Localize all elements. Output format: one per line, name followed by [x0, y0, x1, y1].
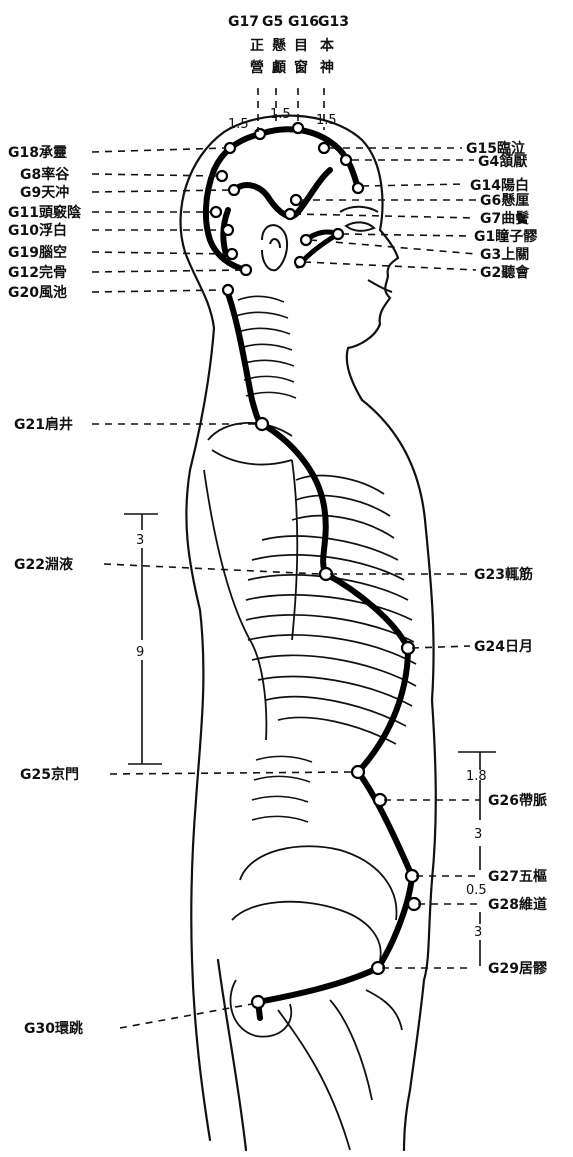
point-g18-marker: [225, 143, 235, 153]
top-name-g13: 本神: [320, 37, 335, 76]
left-point-labels: G18承靈 G8率谷 G9天冲 G11頭竅陰 G10浮白 G19腦空 G12完骨…: [8, 145, 83, 1037]
label-g7: G7曲鬢: [480, 210, 529, 227]
measure-9: 9: [136, 645, 144, 660]
right-point-labels: G15臨泣 G4頷厭 G14陽白 G6懸厘 G7曲鬢 G1瞳子髎 G3上關 G2…: [466, 140, 548, 977]
label-g3: G3上關: [480, 247, 529, 263]
top-label-g16: G16: [288, 14, 319, 30]
label-g4: G4頷厭: [478, 153, 527, 170]
point-g15-marker: [319, 143, 329, 153]
measure-0-5: 0.5: [466, 883, 487, 898]
label-g22: G22淵液: [14, 556, 74, 573]
lumbar-spine: [252, 756, 312, 822]
top-name-g16: 目窗: [294, 38, 308, 76]
label-g18: G18承靈: [8, 145, 67, 161]
label-g8: G8率谷: [20, 166, 70, 183]
point-g6-marker: [291, 195, 301, 205]
label-g19: G19腦空: [8, 244, 67, 261]
point-g7-marker: [285, 209, 295, 219]
label-g14: G14陽白: [470, 177, 529, 194]
top-label-g5: G5: [262, 14, 283, 30]
point-g17-marker: [255, 129, 265, 139]
label-g25: G25京門: [20, 766, 79, 783]
point-g12-marker: [241, 265, 251, 275]
label-g6: G6懸厘: [480, 193, 529, 209]
label-g20: G20風池: [8, 284, 67, 301]
face-features: [340, 207, 392, 292]
label-g9: G9天冲: [20, 184, 69, 201]
point-g2-marker: [295, 257, 305, 267]
head-spacing-1: 1.5: [228, 117, 249, 132]
label-g26: G26帶脈: [488, 792, 547, 809]
measure-1-8: 1.8: [466, 769, 487, 784]
label-g30: G30環跳: [24, 1020, 83, 1037]
point-g9-marker: [229, 185, 239, 195]
label-g2: G2聽會: [480, 264, 530, 281]
point-g19-marker: [227, 249, 237, 259]
label-g12: G12完骨: [8, 264, 67, 281]
measure-3-lower: 3: [474, 925, 482, 940]
top-name-g5: 懸顱: [271, 38, 287, 76]
top-label-g17: G17: [228, 14, 259, 30]
label-g21: G21肩井: [14, 416, 73, 433]
top-names: 正營 懸顱 目窗 本神: [250, 37, 335, 76]
point-g14-marker: [353, 183, 363, 193]
top-name-g17: 正營: [250, 38, 264, 76]
point-g20-marker: [223, 285, 233, 295]
point-g25-marker: [352, 766, 364, 778]
point-g11-marker: [211, 207, 221, 217]
label-g29: G29居髎: [488, 960, 548, 977]
point-g3-marker: [301, 235, 311, 245]
measure-3-upper: 3: [136, 533, 144, 548]
label-g10: G10浮白: [8, 222, 67, 239]
top-labels: G17 G5 G16 G13: [228, 14, 349, 30]
label-g23: G23輒筋: [474, 566, 533, 583]
ear-outline: [262, 225, 287, 270]
head-spacing-2: 1.5: [270, 107, 291, 122]
leader-lines: [92, 88, 480, 1028]
rib-cage: [246, 476, 416, 744]
label-g27: G27五樞: [488, 868, 547, 885]
label-g1: G1瞳子髎: [474, 228, 538, 245]
measure-3-mid: 3: [474, 827, 482, 842]
point-g21-marker: [256, 418, 268, 430]
vertebrae: [236, 296, 296, 398]
point-g8-marker: [217, 171, 227, 181]
point-g1-marker: [333, 229, 343, 239]
arm-outline: [204, 423, 297, 740]
label-g28: G28維道: [488, 896, 547, 913]
label-g11: G11頭竅陰: [8, 204, 82, 221]
head-spacing-3: 1.5: [316, 113, 337, 128]
top-label-g13: G13: [318, 14, 349, 30]
point-g16-marker: [293, 123, 303, 133]
point-g10-marker: [223, 225, 233, 235]
measure-brackets: [124, 514, 496, 966]
label-g24: G24日月: [474, 639, 533, 655]
point-g30-marker: [252, 996, 264, 1008]
point-g4-marker: [341, 155, 351, 165]
